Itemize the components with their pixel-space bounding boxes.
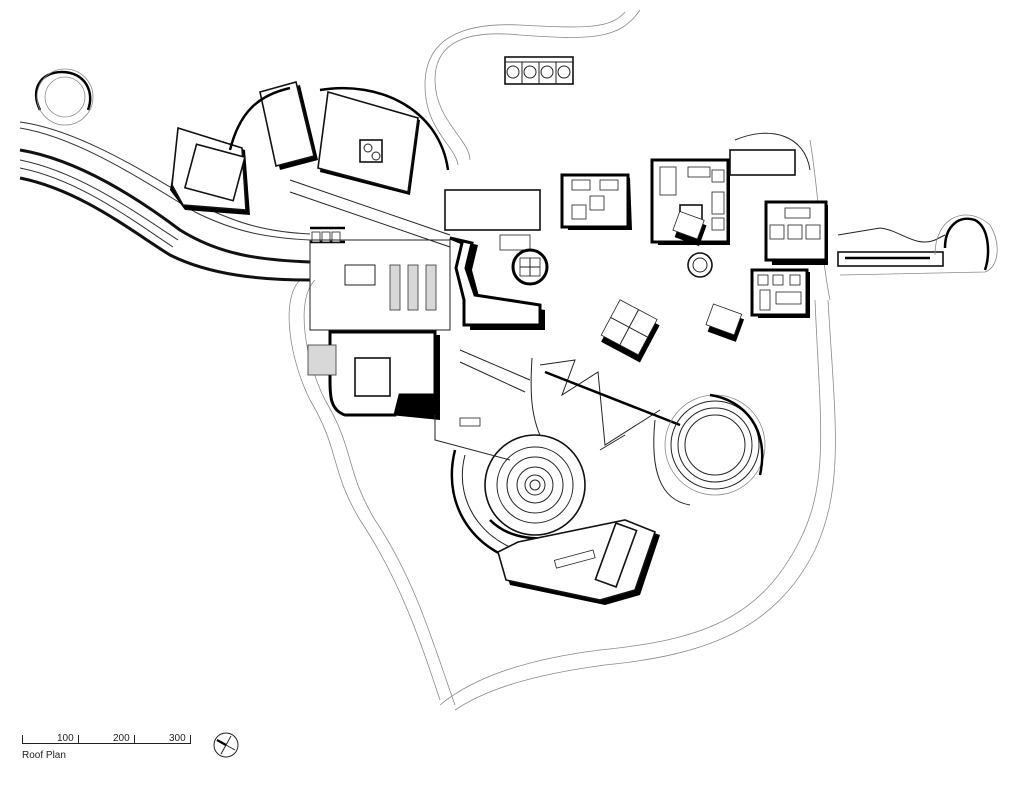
arrival-plaza <box>309 239 451 331</box>
diagonal-walkway <box>289 179 451 248</box>
site-boundary-west <box>288 279 441 701</box>
central-garden <box>530 357 681 451</box>
scale-label-200: 200 <box>113 733 130 744</box>
scale-tick-300 <box>190 735 191 744</box>
site-contours <box>288 9 836 711</box>
north-access-path-inner <box>424 11 626 166</box>
scale-label-100: 100 <box>57 733 74 744</box>
drawing-title: Roof Plan <box>22 750 66 761</box>
east-pavilions <box>750 200 828 318</box>
site-boundary-west-inner <box>303 279 456 706</box>
north-arrow-icon <box>213 732 239 758</box>
south-terrace <box>434 349 531 461</box>
scale-tick-100 <box>78 735 79 744</box>
north-west-buildings <box>170 81 450 215</box>
north-access-path <box>434 9 641 161</box>
scale-tick-200 <box>134 735 135 744</box>
circular-garden <box>653 393 766 506</box>
scale-bar: 100 200 300 <box>22 733 192 747</box>
tram-station <box>504 56 574 85</box>
site-boundary-south-inner <box>454 299 836 711</box>
scale-bar-line <box>22 743 190 744</box>
site-boundary-south <box>439 299 822 706</box>
entrance-hall <box>444 189 549 330</box>
research-institute <box>450 434 660 605</box>
scale-tick-0 <box>22 735 23 744</box>
south-pavilions <box>600 210 745 363</box>
restaurant-building <box>307 330 440 420</box>
scale-label-300: 300 <box>169 733 186 744</box>
east-ramp <box>837 214 998 276</box>
